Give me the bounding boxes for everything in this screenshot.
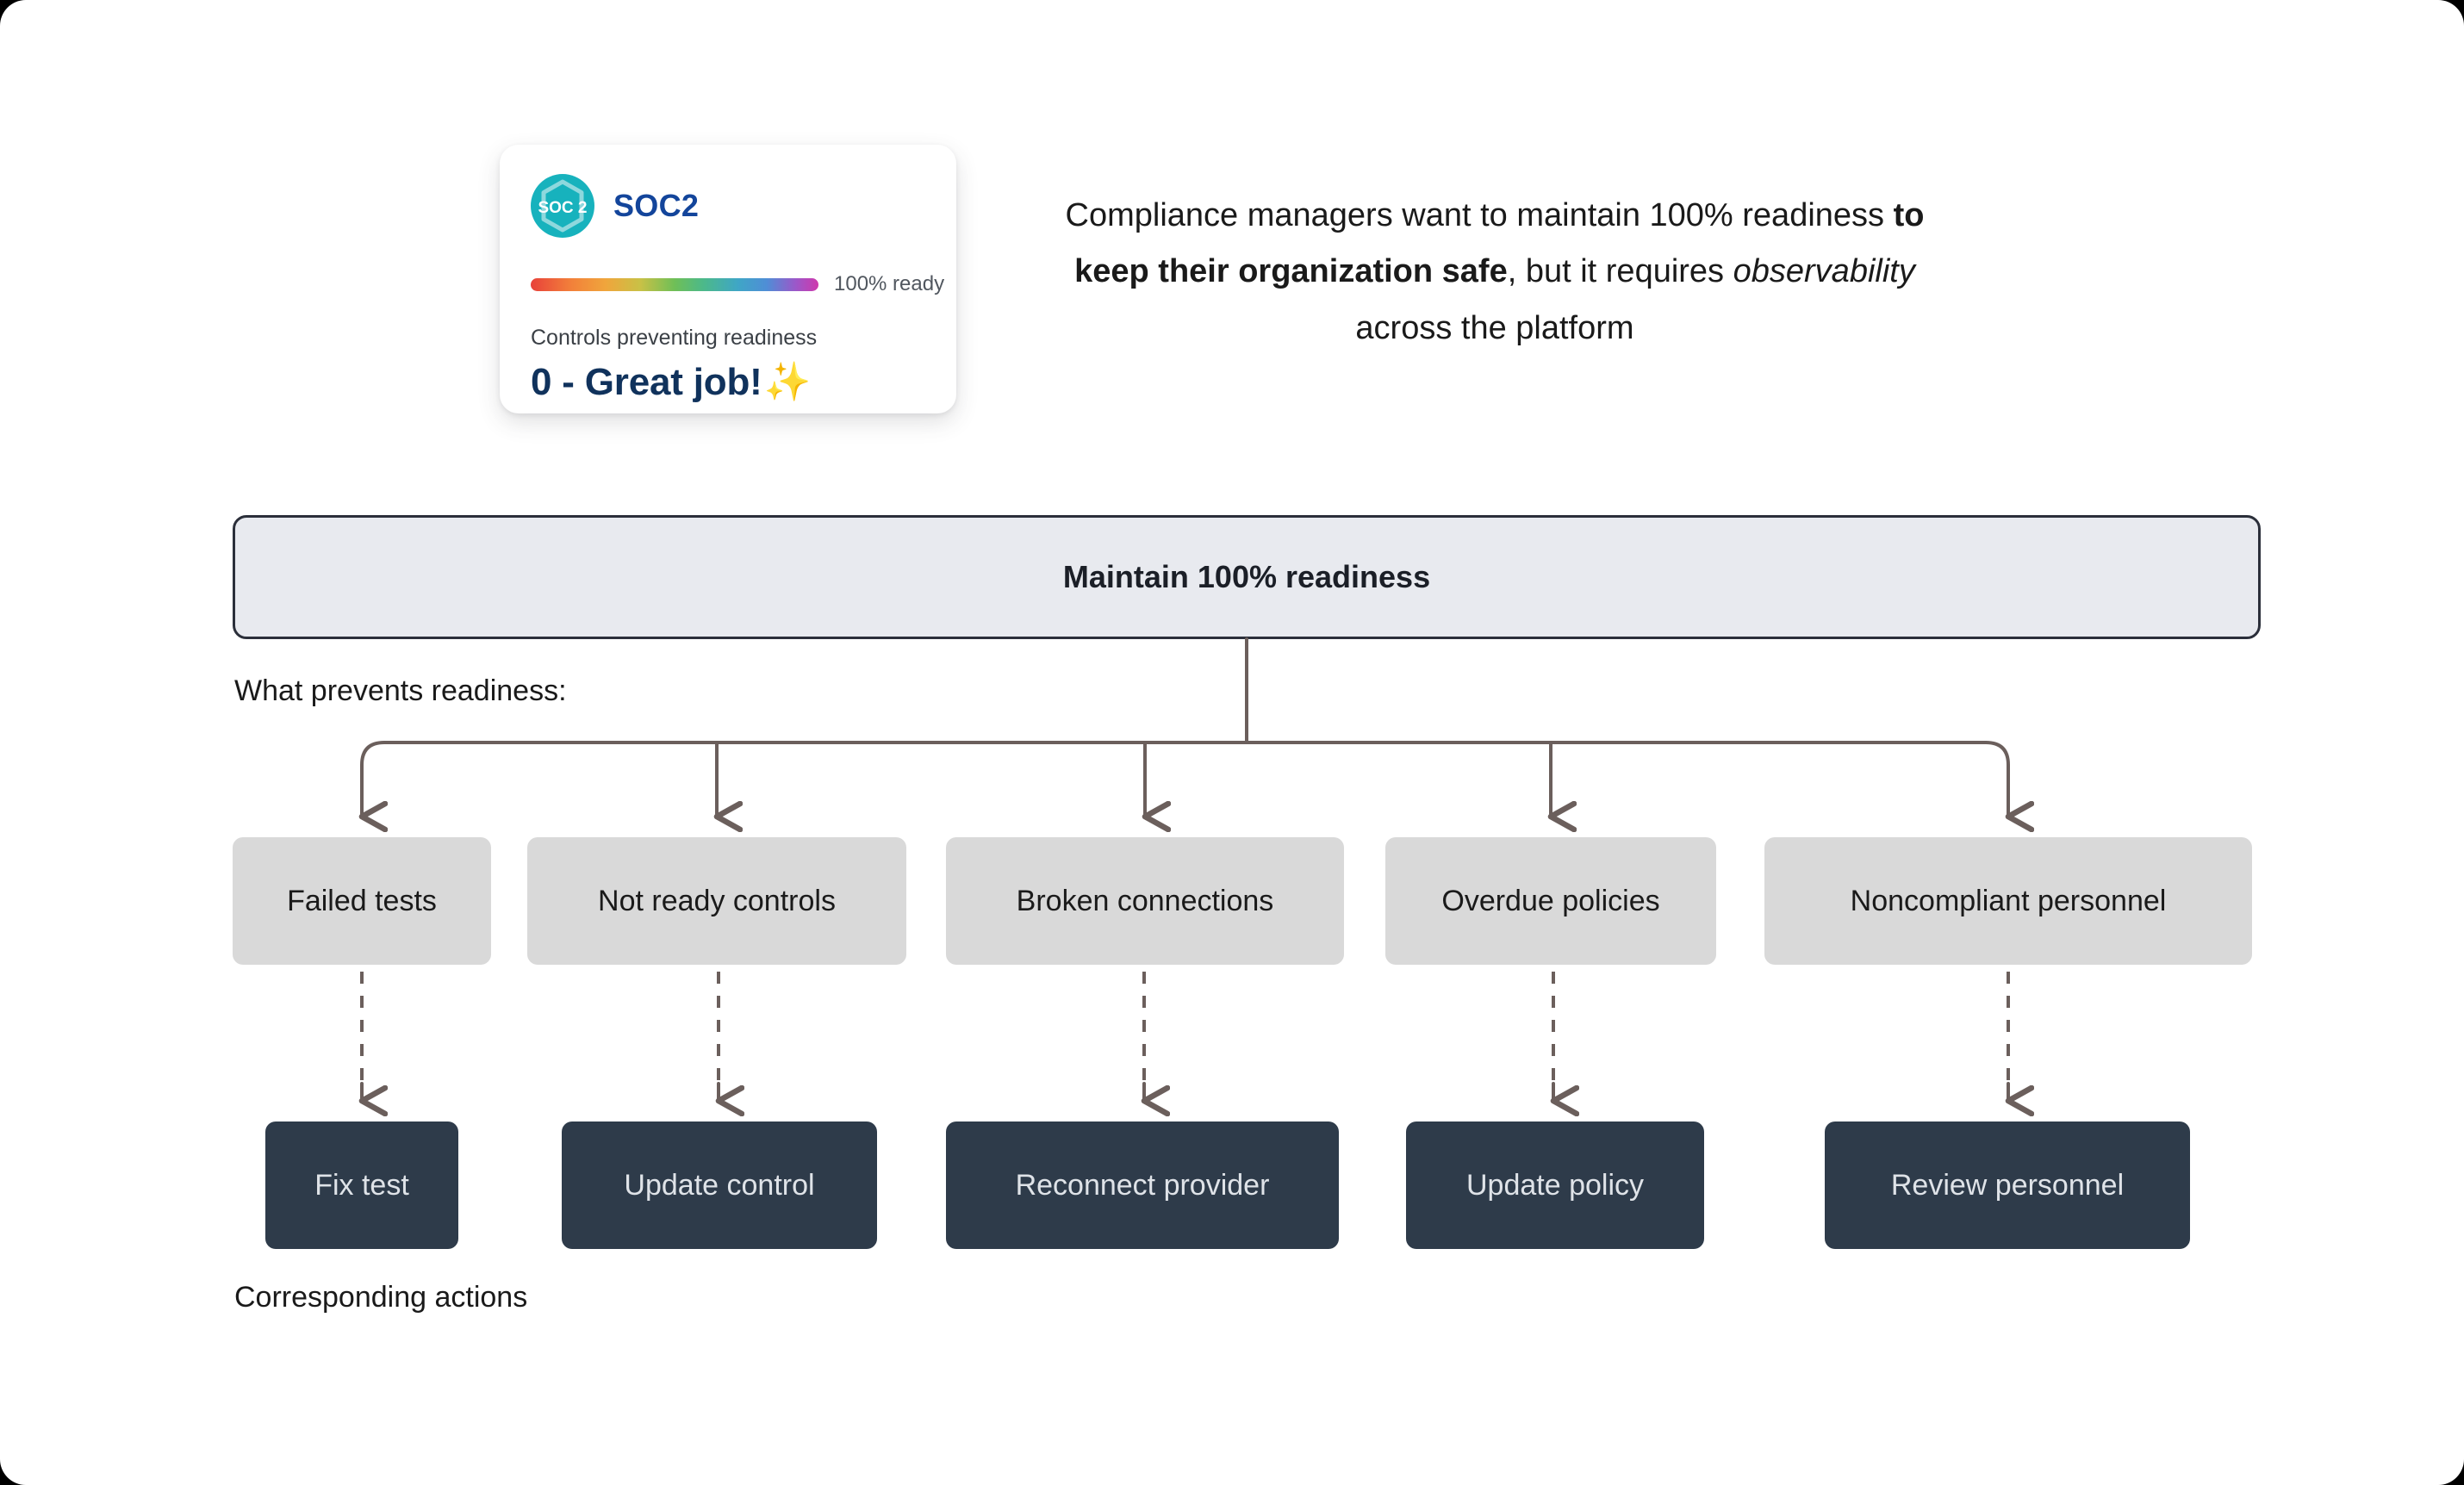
cause-node-3[interactable]: Broken connections xyxy=(946,837,1344,965)
controls-preventing-value: 0 - Great job!✨ xyxy=(531,361,925,404)
action-node-label: Update control xyxy=(624,1168,815,1202)
cause-node-label: Broken connections xyxy=(1016,884,1274,917)
svg-text:SOC 2: SOC 2 xyxy=(538,199,587,217)
soc2-readiness-card[interactable]: SOC 2 SOC2 100% ready Controls preventin… xyxy=(500,145,956,413)
headline-text: 0 - Great job! xyxy=(531,361,762,403)
cause-node-1[interactable]: Failed tests xyxy=(233,837,491,965)
cause-node-label: Not ready controls xyxy=(598,884,836,917)
action-node-4[interactable]: Update policy xyxy=(1406,1122,1704,1249)
action-node-3[interactable]: Reconnect provider xyxy=(946,1122,1339,1249)
readiness-progress-bar xyxy=(531,277,818,291)
action-node-1[interactable]: Fix test xyxy=(265,1122,458,1249)
lede-part-3: across the platform xyxy=(1355,309,1634,346)
controls-preventing-label: Controls preventing readiness xyxy=(531,326,818,350)
goal-banner[interactable]: Maintain 100% readiness xyxy=(233,515,2261,639)
cause-node-4[interactable]: Overdue policies xyxy=(1385,837,1716,965)
action-node-5[interactable]: Review personnel xyxy=(1825,1122,2190,1249)
caption-what-prevents-readiness: What prevents readiness: xyxy=(234,674,567,707)
card-header: SOC 2 SOC2 xyxy=(531,174,925,238)
lede-italic: observability xyxy=(1733,253,1915,290)
soc2-hexagon-badge-icon: SOC 2 xyxy=(531,174,594,238)
cause-node-label: Overdue policies xyxy=(1441,884,1660,917)
lede-paragraph: Compliance managers want to maintain 100… xyxy=(1047,188,1943,357)
lede-bold: to keep their organization safe xyxy=(1074,197,1925,290)
readiness-progress-row: 100% ready xyxy=(531,272,944,296)
cause-node-5[interactable]: Noncompliant personnel xyxy=(1764,837,2252,965)
action-node-label: Fix test xyxy=(314,1168,409,1202)
action-node-label: Reconnect provider xyxy=(1015,1168,1270,1202)
sparkles-icon: ✨ xyxy=(763,361,812,403)
action-node-label: Update policy xyxy=(1465,1168,1644,1202)
action-node-label: Review personnel xyxy=(1890,1168,2125,1202)
action-node-2[interactable]: Update control xyxy=(562,1122,877,1249)
card-title: SOC2 xyxy=(613,188,700,223)
cause-node-label: Failed tests xyxy=(287,884,437,917)
cause-node-label: Noncompliant personnel xyxy=(1850,884,2167,917)
caption-corresponding-actions: Corresponding actions xyxy=(234,1281,528,1314)
cause-node-2[interactable]: Not ready controls xyxy=(527,837,906,965)
lede-part-1: Compliance managers want to maintain 100… xyxy=(1065,197,1894,233)
goal-banner-label: Maintain 100% readiness xyxy=(1062,559,1431,594)
lede-part-2: , but it requires xyxy=(1507,253,1733,290)
readiness-percent-label: 100% ready xyxy=(834,272,945,295)
